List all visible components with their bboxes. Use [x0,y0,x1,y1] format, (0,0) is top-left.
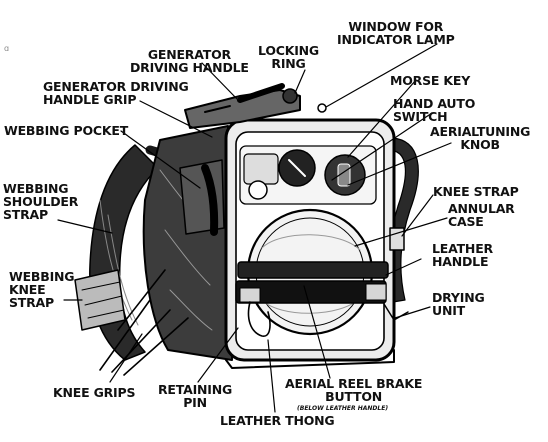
note-below-leather-handle: (BELOW LEATHER HANDLE) [297,405,389,412]
label-retaining-pin: RETAINING PIN [158,382,233,410]
label-drying-unit: DRYING UNIT [432,290,485,318]
label-knee-strap: KNEE STRAP [433,184,519,199]
knee-strap-buckle [383,227,409,321]
label-generator-driving-handle-grip: GENERATOR DRIVING HANDLE GRIP [43,79,189,107]
label-aerial-tuning-knob: AERIALTUNING KNOB [430,124,531,152]
label-aerial-reel-brake-button: AERIAL REEL BRAKE BUTTON [285,376,423,404]
webbing-pocket [179,159,225,236]
label-window-for-indicator-lamp: WINDOW FOR INDICATOR LAMP [337,19,455,47]
label-webbing-knee-strap: WEBBING KNEE STRAP [9,269,75,310]
label-annular-case: ANNULAR CASE [448,201,515,229]
generator-handle [184,83,327,129]
leather-handle [235,261,389,337]
leader-lines [57,43,452,413]
label-leather-handle: LEATHER HANDLE [432,241,493,269]
label-webbing-pocket: WEBBING POCKET [4,123,129,138]
right-shoulder-strap [387,137,419,303]
label-leather-thong: LEATHER THONG [220,413,335,428]
label-hand-auto-switch: HAND AUTO SWITCH [393,96,476,124]
knee-grip-lines [99,269,189,376]
label-locking-ring: LOCKING RING [258,43,319,71]
corner-mark: ɑ [4,44,10,53]
label-webbing-shoulder-strap: WEBBING SHOULDER STRAP [3,181,79,222]
label-generator-driving-handle: GENERATOR DRIVING HANDLE [130,47,249,75]
control-panel [239,145,377,205]
label-morse-key: MORSE KEY [390,73,471,88]
label-knee-grips: KNEE GRIPS [53,385,136,400]
